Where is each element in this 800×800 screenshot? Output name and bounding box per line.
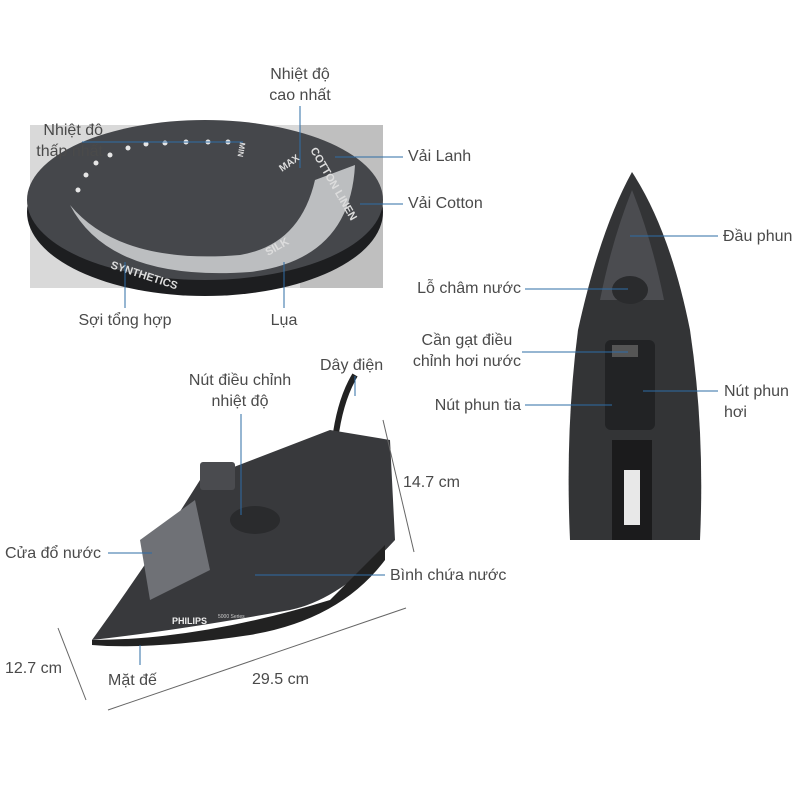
brand-logo: PHILIPS — [172, 616, 207, 626]
label-water-tank: Bình chứa nước — [390, 567, 507, 584]
label-synthetics: Sợi tổng hợp — [78, 312, 172, 329]
label-soleplate: Mặt đế — [108, 672, 157, 689]
power-cord — [332, 373, 358, 441]
label-silk: Lụa — [270, 312, 298, 329]
handle-top — [605, 340, 655, 430]
label-fill-door: Cửa đổ nước — [5, 545, 101, 562]
water-inlet — [612, 276, 648, 304]
label-nozzle: Đầu phun — [723, 228, 793, 245]
dimension-lines — [57, 419, 415, 711]
iron-side-view: PHILIPS 5000 Series — [92, 373, 395, 647]
model-name: 5000 Series — [218, 614, 245, 620]
label-width: 12.7 cm — [5, 660, 62, 677]
temperature-knob — [230, 506, 280, 534]
leader-lines — [82, 106, 718, 665]
steam-lever — [612, 345, 638, 357]
label-linen: Vải Lanh — [408, 148, 472, 165]
rating-label — [624, 470, 640, 525]
water-fill-door — [140, 500, 210, 600]
label-cotton: Vải Cotton — [408, 195, 483, 212]
dial-dots — [75, 139, 231, 193]
iron-bottom-view — [568, 172, 702, 540]
label-spray-button: Nút phun tia — [434, 397, 521, 414]
dial-arc — [70, 165, 355, 274]
label-height: 14.7 cm — [403, 474, 460, 491]
dial-text-min: MIN — [235, 142, 246, 158]
label-length: 29.5 cm — [252, 671, 309, 688]
label-cord: Dây điện — [320, 357, 384, 374]
steam-buttons — [200, 462, 235, 490]
label-water-inlet: Lỗ châm nước — [417, 280, 521, 297]
